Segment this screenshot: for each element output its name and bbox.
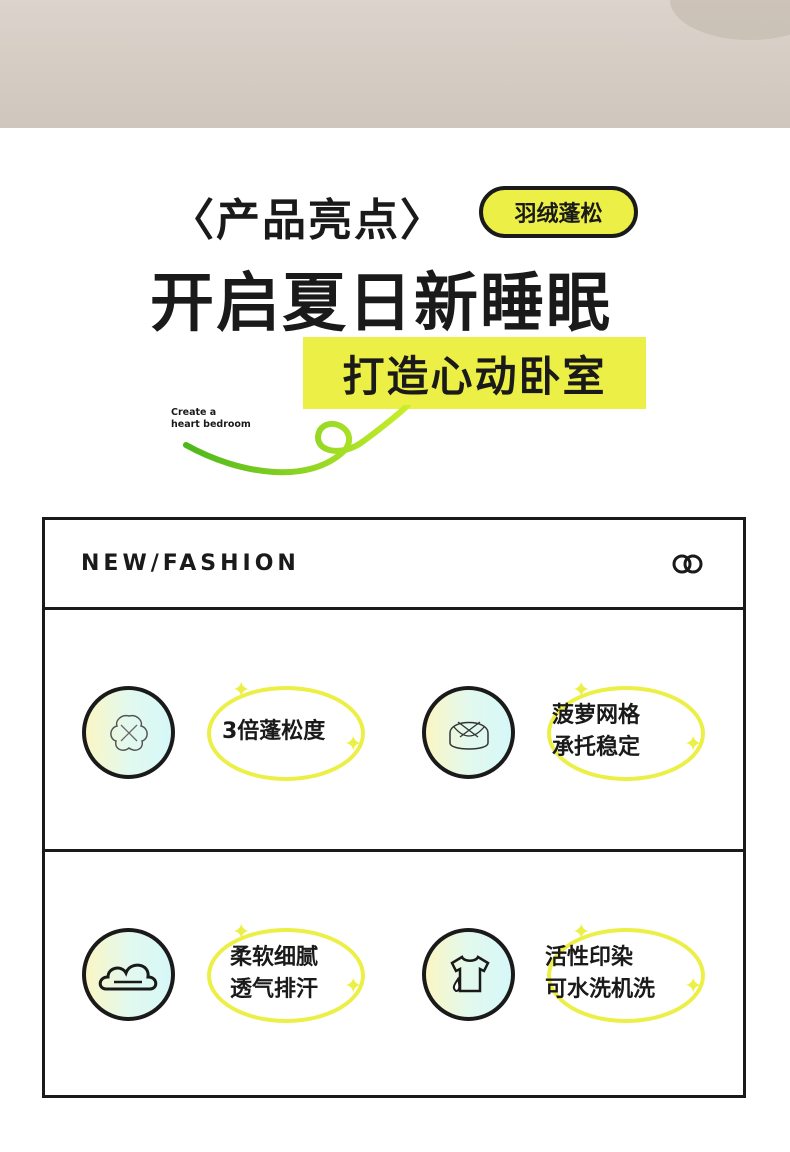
feature-item: ✦ ✦ 柔软细腻透气排汗 bbox=[82, 922, 382, 1023]
title-text: 产品亮点 bbox=[216, 195, 400, 246]
sparkle-icon: ✦ bbox=[344, 974, 363, 999]
bracket-left: 〈 bbox=[170, 195, 216, 246]
highlight-banner: 打造心动卧室 bbox=[303, 337, 646, 409]
feature-label: 菠萝网格承托稳定 bbox=[552, 700, 640, 764]
sparkle-icon: ✦ bbox=[232, 678, 251, 703]
sparkle-icon: ✦ bbox=[684, 974, 703, 999]
headline: 开启夏日新睡眠 bbox=[150, 267, 612, 341]
feature-line: 柔软细腻 bbox=[230, 945, 319, 970]
feature-line: 3倍蓬松度 bbox=[222, 719, 326, 744]
feature-line: 可水洗机洗 bbox=[545, 977, 656, 1002]
feature-line: 活性印染 bbox=[545, 945, 634, 970]
cloud-icon bbox=[82, 928, 175, 1021]
label-ellipse bbox=[547, 928, 705, 1023]
features-panel: NEW/FASHION ✦ ✦ 3倍蓬松度 ✦ ✦ 菠萝网格承托稳定 ✦ ✦ 柔… bbox=[42, 517, 746, 1098]
bracket-right: 〉 bbox=[400, 195, 446, 246]
panel-title: NEW/FASHION bbox=[81, 551, 300, 576]
product-photo-strip bbox=[0, 0, 790, 128]
feature-item: ✦ ✦ 活性印染可水洗机洗 bbox=[422, 922, 722, 1023]
feature-label: 活性印染可水洗机洗 bbox=[545, 942, 655, 1006]
tagline-line: Create a bbox=[171, 407, 217, 418]
feature-item: ✦ ✦ 3倍蓬松度 bbox=[82, 680, 382, 781]
expand-flower-icon bbox=[82, 686, 175, 779]
label-ellipse bbox=[207, 928, 365, 1023]
bread-grid-icon bbox=[422, 686, 515, 779]
feature-tag: 羽绒蓬松 bbox=[479, 186, 638, 238]
feature-line: 透气排汗 bbox=[230, 977, 319, 1002]
tshirt-drop-icon bbox=[422, 928, 515, 1021]
sparkle-icon: ✦ bbox=[684, 732, 703, 757]
feature-label: 柔软细腻透气排汗 bbox=[230, 942, 318, 1006]
feature-row: ✦ ✦ 3倍蓬松度 ✦ ✦ 菠萝网格承托稳定 bbox=[45, 610, 743, 852]
rings-icon bbox=[672, 554, 703, 573]
feature-item: ✦ ✦ 菠萝网格承托稳定 bbox=[422, 680, 722, 781]
feature-label: 3倍蓬松度 bbox=[222, 716, 325, 748]
sparkle-icon: ✦ bbox=[572, 920, 591, 945]
label-ellipse bbox=[547, 686, 705, 781]
panel-header: NEW/FASHION bbox=[45, 520, 743, 610]
feature-line: 承托稳定 bbox=[552, 735, 641, 760]
feature-row: ✦ ✦ 柔软细腻透气排汗 ✦ ✦ 活性印染可水洗机洗 bbox=[45, 852, 743, 1094]
sparkle-icon: ✦ bbox=[232, 920, 251, 945]
label-ellipse bbox=[207, 686, 365, 781]
feature-line: 菠萝网格 bbox=[552, 703, 641, 728]
decorative-curve bbox=[183, 405, 411, 476]
sparkle-icon: ✦ bbox=[572, 678, 591, 703]
section-title: 〈产品亮点〉 bbox=[170, 184, 446, 248]
sparkle-icon: ✦ bbox=[344, 732, 363, 757]
tagline-line: heart bedroom bbox=[171, 419, 251, 430]
